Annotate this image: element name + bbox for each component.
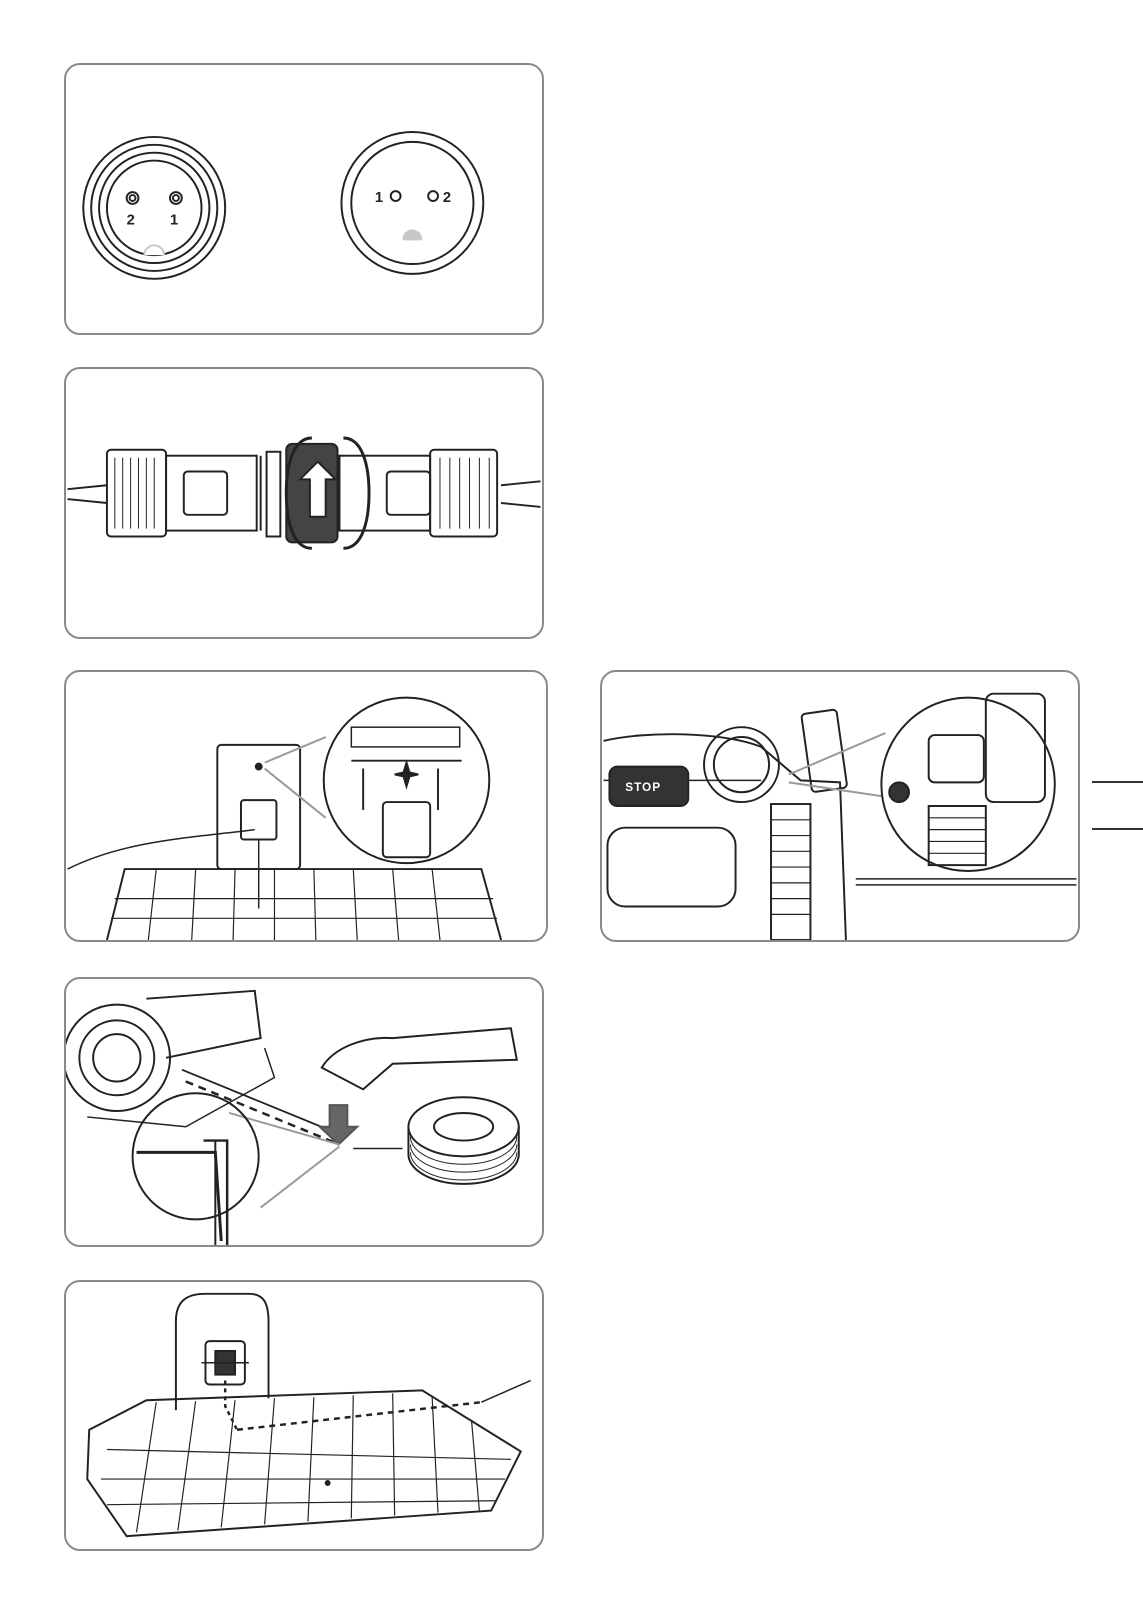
robot-stop-button-label: STOP (625, 780, 661, 794)
panel-charging-station-contacts (64, 670, 548, 942)
station-wire-path-illustration (66, 1282, 542, 1549)
panel-wire-peg-installation (64, 977, 544, 1247)
female-pin-2-label: 2 (443, 190, 451, 206)
panel-robot-connector: STOP (600, 670, 1080, 942)
connector-pinout-illustration: 2 1 1 2 (66, 65, 542, 333)
page-edge-marker-bottom (1092, 828, 1143, 830)
robot-closeup-illustration: STOP (602, 672, 1078, 940)
female-connector-face (341, 132, 483, 274)
male-connector-face (83, 137, 225, 279)
panel-station-wire-path (64, 1280, 544, 1551)
male-pin-2-label: 2 (127, 213, 135, 229)
wire-peg-illustration (66, 979, 542, 1245)
female-pin-1-label: 1 (375, 190, 383, 206)
panel-connector-coupling (64, 367, 544, 639)
male-pin-1-label: 1 (170, 213, 178, 229)
panel-connector-pinout: 2 1 1 2 (64, 63, 544, 335)
charging-station-illustration (66, 672, 546, 940)
connector-coupling-illustration (66, 369, 542, 637)
page-edge-marker-top (1092, 781, 1143, 783)
